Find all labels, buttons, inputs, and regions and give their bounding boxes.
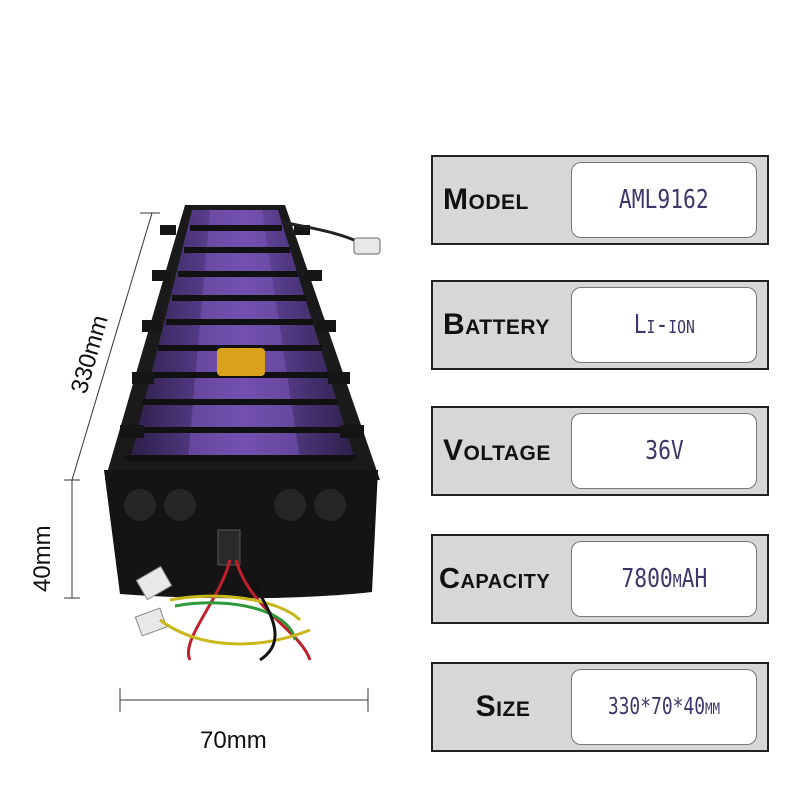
battery-end-cap: [104, 470, 378, 637]
battery-pack-image: 330mm 40mm 70mm: [29, 205, 381, 754]
spec-value-box-voltage: 36V: [571, 413, 757, 489]
spec-value-model: AML9162: [619, 185, 709, 215]
height-dimension-label: 40mm: [29, 525, 56, 592]
spec-value-box-model: AML9162: [571, 162, 757, 238]
length-dimension-label: 330mm: [66, 312, 114, 396]
spec-value-box-battery: Li-ion: [571, 287, 757, 363]
spec-label-battery: Battery: [443, 308, 550, 341]
spec-row-battery: Battery Li-ion: [431, 280, 769, 370]
battery-body: [105, 205, 381, 480]
spec-label-capacity: Capacity: [439, 562, 551, 595]
spec-row-model: Model AML9162: [431, 155, 769, 245]
spec-row-capacity: Capacity 7800mAH: [431, 534, 769, 624]
spec-value-box-size: 330*70*40mm: [571, 669, 757, 745]
spec-label-voltage: Voltage: [443, 434, 551, 467]
spec-value-box-capacity: 7800mAH: [571, 541, 757, 617]
dimension-lines: [64, 212, 369, 712]
spec-row-size: Size 330*70*40mm: [431, 662, 769, 752]
spec-value-size: 330*70*40mm: [607, 694, 721, 720]
spec-label-model: Model: [443, 183, 529, 216]
spec-label-size: Size: [475, 690, 531, 723]
battery-wires: [159, 559, 312, 662]
spec-value-capacity: 7800mAH: [621, 564, 707, 594]
spec-value-battery: Li-ion: [633, 310, 695, 340]
spec-row-voltage: Voltage 36V: [431, 406, 769, 496]
spec-value-voltage: 36V: [644, 436, 684, 466]
width-dimension-label: 70mm: [200, 727, 267, 754]
